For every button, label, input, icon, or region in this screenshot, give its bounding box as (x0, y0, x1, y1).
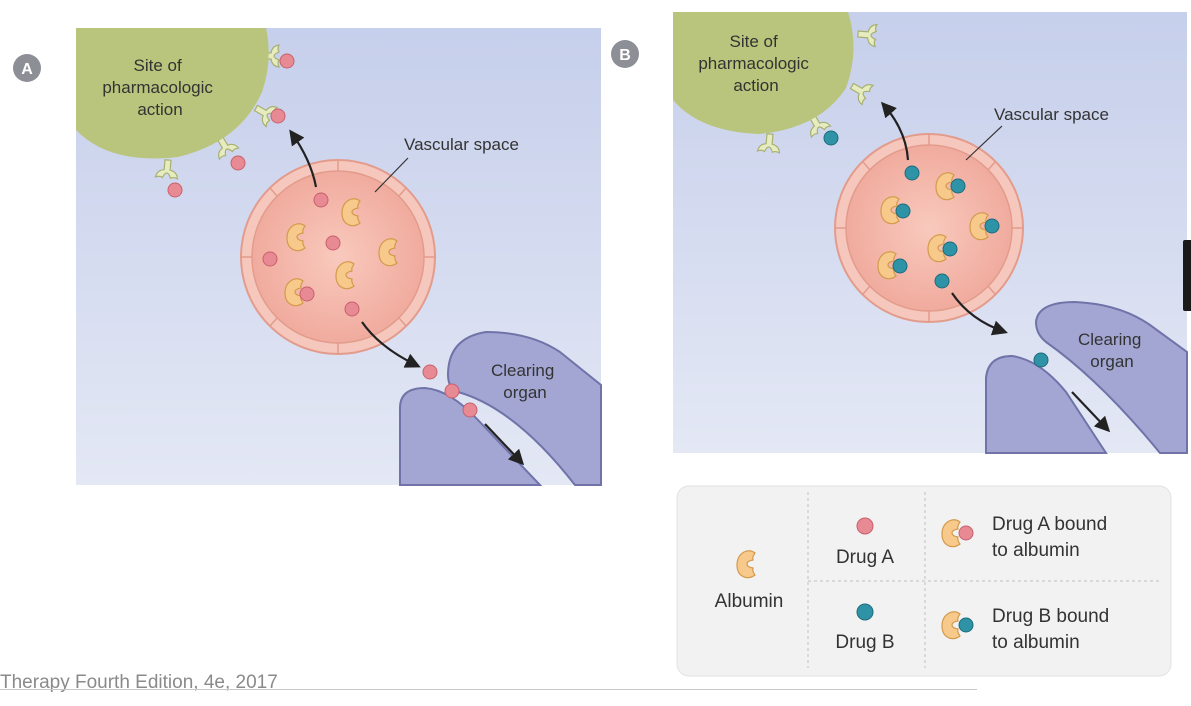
clearing-organ-a (399, 330, 602, 486)
site-label-b: Site of pharmacologic action (698, 32, 813, 95)
vascular-label-b: Vascular space (994, 105, 1109, 124)
bound-drug-a-1 (279, 53, 295, 69)
vascular-label-a: Vascular space (404, 135, 519, 154)
cleared-drug-b-1 (1033, 352, 1049, 368)
arrow-to-site-a (289, 129, 318, 188)
site-of-action-a (76, 28, 295, 198)
site-blob-a (76, 28, 269, 159)
site-blob-b (673, 12, 854, 134)
cleared-drug-a-1 (422, 364, 438, 380)
side-scroll-tab[interactable] (1183, 240, 1191, 311)
arrow-to-site-b (880, 101, 910, 161)
free-drug-b-2 (934, 273, 950, 289)
arrow-to-organ-b (951, 292, 1008, 336)
cleared-drug-a-2 (444, 383, 460, 399)
site-label-a: Site of pharmacologic action (102, 56, 217, 119)
legend-drug-a-bound-label: Drug A bound to albumin (992, 514, 1112, 561)
legend-drug-b-label: Drug B (835, 632, 894, 653)
organ-label-a: Clearing organ (491, 361, 559, 402)
legend-drug-b-icon (856, 603, 874, 621)
bound-drug-b-1 (823, 130, 839, 146)
free-drug-b-1 (904, 165, 920, 181)
vascular-pointer-b (965, 125, 1003, 161)
clearance-arrow-b (1071, 391, 1111, 433)
clearance-arrow-a (484, 423, 525, 466)
cleared-drug-a-3 (462, 402, 478, 418)
source-caption: Therapy Fourth Edition, 4e, 2017 (0, 672, 278, 693)
free-drug-a-1 (313, 192, 329, 208)
svg-text:B: B (619, 47, 631, 64)
free-drug-a-3 (262, 251, 278, 267)
free-drug-a-2 (325, 235, 341, 251)
legend-drug-a-label: Drug A (836, 547, 894, 568)
legend-drug-b-bound-label: Drug B bound to albumin (992, 606, 1115, 653)
organ-label-b: Clearing organ (1078, 330, 1146, 371)
free-drug-a-5 (344, 301, 360, 317)
badge-a: A (13, 54, 41, 82)
site-of-action-b (673, 12, 878, 154)
legend: Albumin Drug A Drug B Drug A bound to al… (676, 485, 1172, 677)
vascular-space-b (834, 133, 1024, 323)
legend-drug-b-bound-icon (941, 611, 974, 640)
vascular-space-a (240, 159, 436, 355)
caption-underline (0, 689, 977, 690)
legend-drug-a-icon (856, 517, 874, 535)
bound-drug-a-4 (167, 182, 183, 198)
free-drug-a-4 (299, 286, 315, 302)
legend-drug-a-bound-icon (941, 519, 974, 548)
bound-drug-a-3 (230, 155, 246, 171)
svg-text:A: A (21, 61, 33, 78)
vascular-pointer-a (374, 157, 409, 193)
panel-a: Site of pharmacologic action (76, 28, 602, 486)
badge-b: B (611, 40, 639, 68)
panel-b: Site of pharmacologic action (673, 12, 1188, 454)
legend-albumin-label: Albumin (715, 591, 784, 612)
bound-drug-a-2 (270, 108, 286, 124)
clearing-organ-b (985, 300, 1188, 454)
arrow-to-organ-a (361, 321, 421, 368)
